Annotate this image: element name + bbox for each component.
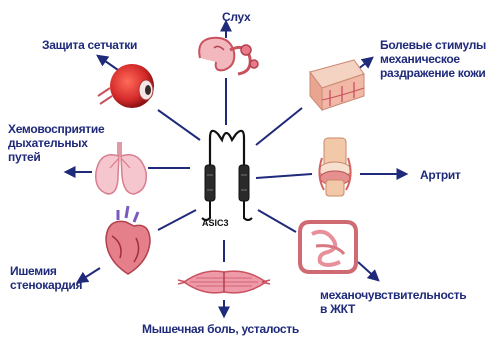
line-to-gut xyxy=(258,210,296,232)
label-airway-chemosensation: Хемовосприятие дыхательных путей xyxy=(8,122,104,164)
arrow-gi xyxy=(358,262,378,280)
line-to-heart xyxy=(158,210,196,230)
label-gi-mechanosensitivity: механочувствительность в ЖКТ xyxy=(320,288,466,316)
label-hearing: Слух xyxy=(222,10,250,24)
ear-icon xyxy=(199,38,258,74)
skin-icon xyxy=(310,60,364,110)
intestine-icon xyxy=(300,222,356,272)
heart-icon xyxy=(106,206,150,274)
label-pain-stimuli: Болевые стимулы механическое раздражение… xyxy=(380,38,486,80)
label-muscle-pain: Мышечная боль, усталость xyxy=(142,322,299,336)
arrow-retina xyxy=(98,56,118,70)
label-retina-protection: Защита сетчатки xyxy=(42,38,137,52)
ion-channel-icon xyxy=(202,131,252,220)
connector-lines xyxy=(148,78,312,262)
muscle-icon xyxy=(178,271,270,293)
line-to-knee xyxy=(256,174,312,178)
label-ischemia: Ишемия стенокардия xyxy=(10,264,82,292)
label-asic3: ASIC3 xyxy=(202,216,229,230)
label-arthritis: Артрит xyxy=(420,168,461,182)
eye-icon xyxy=(98,64,154,108)
line-to-skin xyxy=(256,108,302,145)
line-to-eye xyxy=(158,110,200,140)
knee-joint-icon xyxy=(319,138,351,196)
